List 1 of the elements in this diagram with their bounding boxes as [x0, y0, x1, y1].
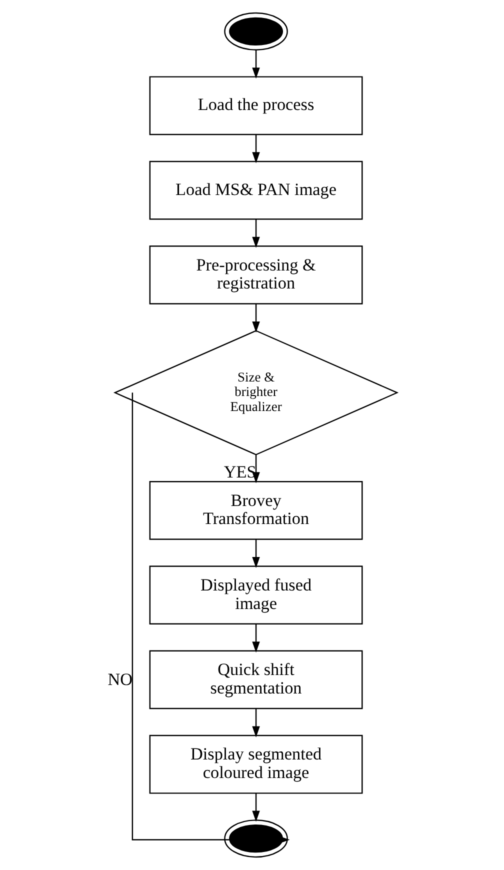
edge-label: NO	[107, 670, 132, 690]
